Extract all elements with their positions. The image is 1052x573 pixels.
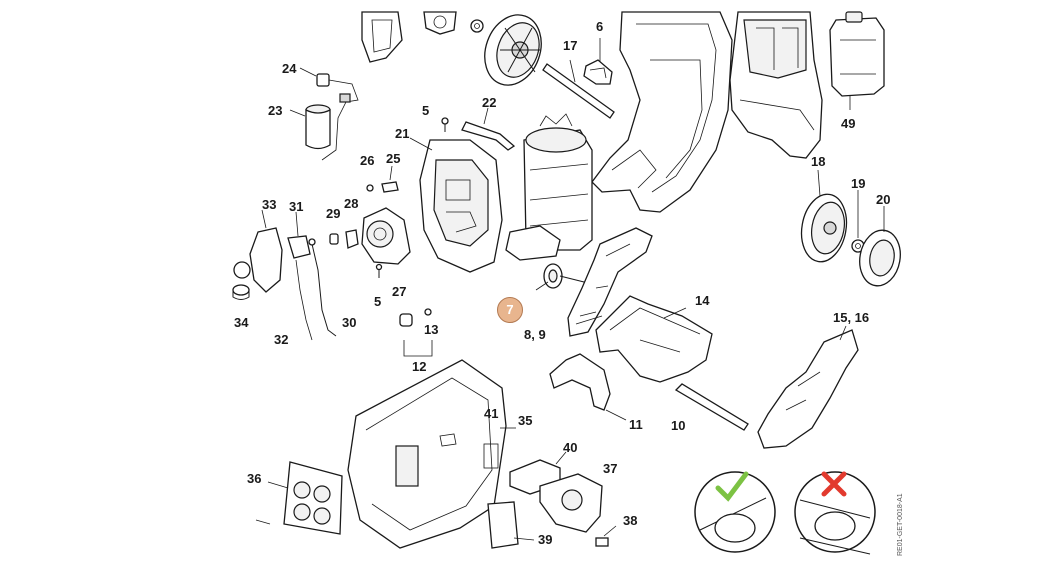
- part-label-13[interactable]: 13: [424, 322, 439, 337]
- leader-lines: [500, 315, 603, 429]
- bad-fit-icon: [794, 471, 876, 555]
- part-label-18[interactable]: 18: [811, 154, 826, 169]
- part-label-5-mid[interactable]: 5: [374, 294, 382, 309]
- part-housing: [729, 11, 823, 159]
- part-label-25[interactable]: 25: [386, 151, 401, 166]
- part-label-10[interactable]: 10: [671, 418, 686, 433]
- part-label-11[interactable]: 11: [629, 417, 643, 432]
- part-label-34[interactable]: 34: [234, 315, 249, 330]
- part-label-39[interactable]: 39: [538, 532, 553, 547]
- part-label-27[interactable]: 27: [392, 284, 407, 299]
- part-wheel-18: [800, 169, 848, 263]
- part-label-31[interactable]: 31: [289, 199, 304, 214]
- part-label-17[interactable]: 17: [563, 38, 578, 53]
- part-connector-31: [287, 211, 313, 341]
- part-label-15-16[interactable]: 15, 16: [833, 310, 870, 325]
- part-label-40[interactable]: 40: [563, 440, 578, 455]
- part-plate-36: [255, 461, 343, 535]
- part-label-30[interactable]: 30: [342, 315, 357, 330]
- part-knob-34: [232, 261, 251, 300]
- part-label-36[interactable]: 36: [247, 471, 262, 486]
- part-label-37[interactable]: 37: [603, 461, 618, 476]
- part-top-bracket: [361, 11, 403, 63]
- part-clips-29-28: [329, 229, 359, 249]
- part-motor: [505, 113, 593, 261]
- part-housing-21: [409, 137, 503, 273]
- part-label-35[interactable]: 35: [518, 413, 533, 428]
- part-label-8-9[interactable]: 8, 9: [524, 327, 546, 342]
- part-relay-24: [299, 67, 359, 161]
- part-cover-27: [361, 207, 411, 265]
- part-label-29[interactable]: 29: [326, 206, 341, 221]
- part-label-38[interactable]: 38: [623, 513, 638, 528]
- part-label-28[interactable]: 28: [344, 196, 359, 211]
- part-handle-15-16: [757, 325, 859, 449]
- part-capacitor-23: [289, 104, 331, 150]
- part-cable-30: [308, 238, 337, 337]
- part-strip-22: [461, 107, 516, 151]
- part-label-5-top[interactable]: 5: [422, 103, 430, 118]
- part-label-24[interactable]: 24: [282, 61, 297, 76]
- part-label-7-highlighted[interactable]: 7: [497, 297, 523, 323]
- part-main-frame: [591, 11, 733, 213]
- part-label-12[interactable]: 12: [412, 359, 427, 374]
- part-26-25: [366, 165, 399, 193]
- part-rod-10: [674, 383, 749, 431]
- part-hub-20: [859, 206, 901, 287]
- part-label-20[interactable]: 20: [876, 192, 891, 207]
- part-panel-35: [347, 359, 507, 549]
- part-label-26[interactable]: 26: [360, 153, 375, 168]
- part-label-49[interactable]: 49: [841, 116, 856, 131]
- part-cap-12-13: [399, 308, 433, 357]
- part-label-22[interactable]: 22: [482, 95, 497, 110]
- part-label-19[interactable]: 19: [851, 176, 866, 191]
- part-chassis-14: [595, 295, 713, 383]
- part-label-23[interactable]: 23: [268, 103, 283, 118]
- part-top-clip: [423, 11, 457, 35]
- part-label-32[interactable]: 32: [274, 332, 289, 347]
- part-pump-37: [539, 473, 603, 533]
- part-bracket-11: [549, 353, 627, 421]
- part-label-14[interactable]: 14: [695, 293, 710, 308]
- part-switch-33: [249, 209, 283, 293]
- document-code: RE01-GET-0018-A1: [897, 493, 904, 556]
- part-screw-5-mid: [375, 263, 383, 278]
- part-clip-6: [583, 38, 613, 85]
- part-tank-49: [829, 11, 885, 110]
- part-top-nut: [470, 19, 484, 33]
- part-label-6[interactable]: 6: [596, 19, 604, 34]
- good-fit-icon: [694, 471, 776, 553]
- part-clip-38: [595, 525, 617, 547]
- part-screw-5-top: [441, 117, 449, 132]
- part-washer-19: [851, 190, 865, 253]
- part-label-21[interactable]: 21: [395, 126, 410, 141]
- part-label-33[interactable]: 33: [262, 197, 277, 212]
- part-label-41[interactable]: 41: [484, 406, 499, 421]
- part-rod-17: [542, 59, 615, 119]
- part-cover-39: [487, 501, 535, 549]
- part-wheel-top: [484, 14, 542, 86]
